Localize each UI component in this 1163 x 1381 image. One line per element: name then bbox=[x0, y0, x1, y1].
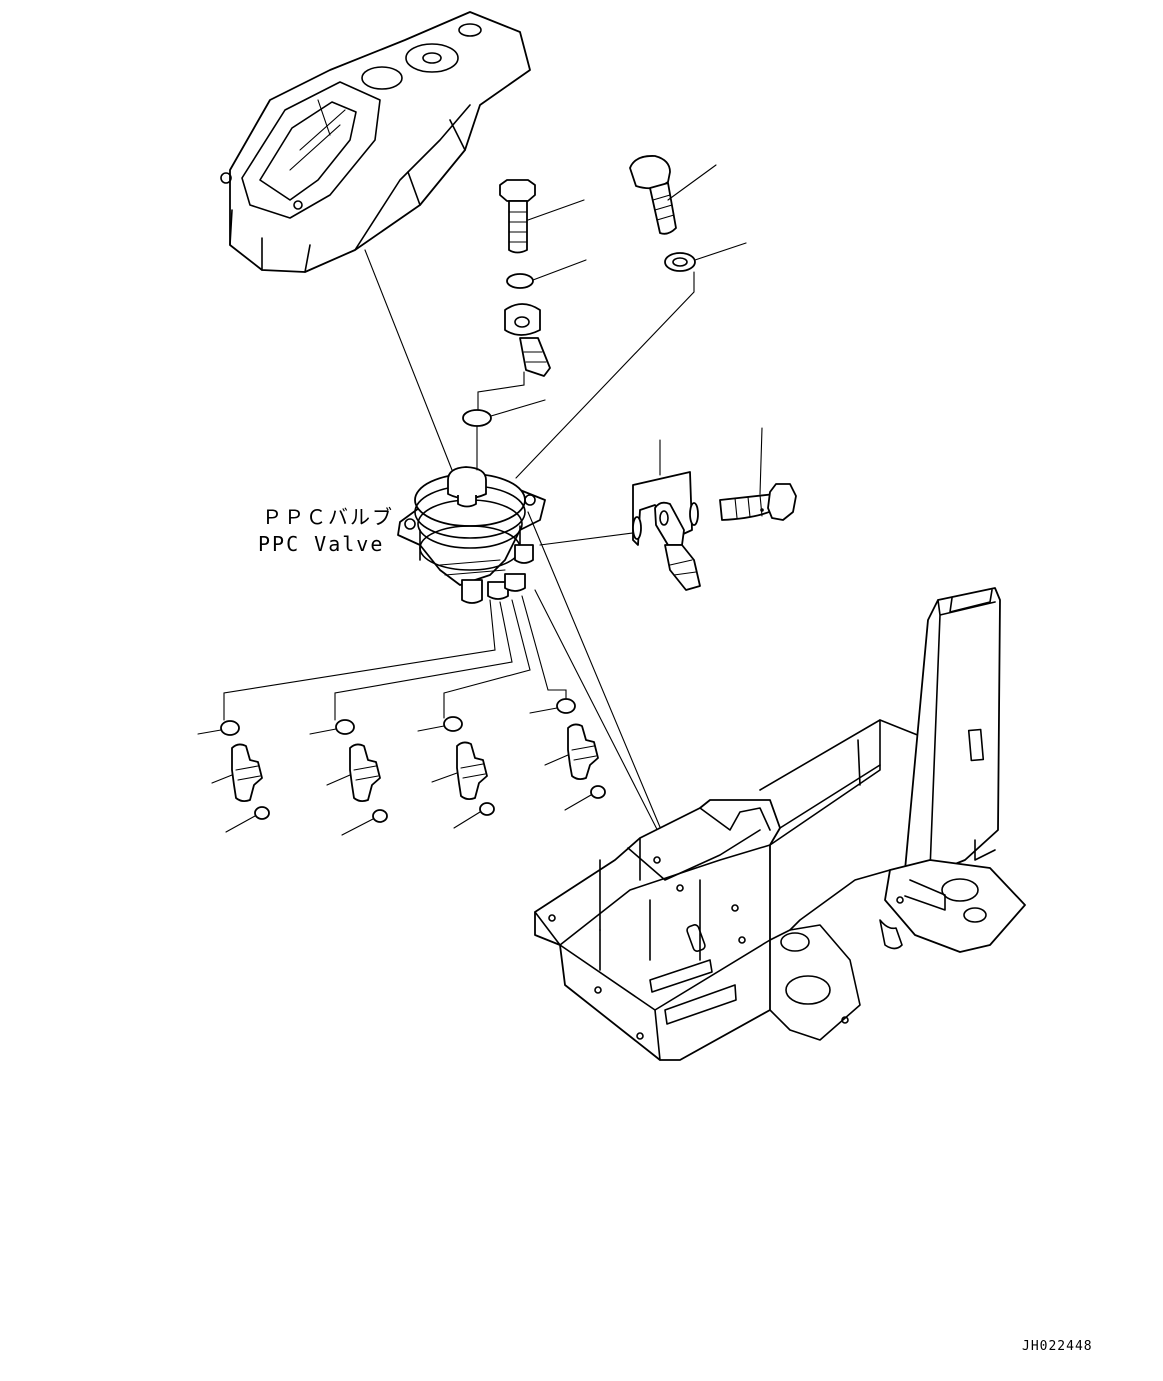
assembly-lines bbox=[223, 249, 695, 883]
ppc-valve-label-jp: ＰＰＣバルブ bbox=[262, 505, 394, 529]
drawing-code: JH022448 bbox=[1022, 1339, 1093, 1354]
elbow-fitting bbox=[504, 303, 551, 377]
column-tube bbox=[789, 587, 1026, 953]
ppc-valve-label-en: PPC Valve bbox=[258, 532, 384, 556]
ppc-valve-label: ＰＰＣバルブ PPC Valve bbox=[258, 505, 394, 556]
fitting-bolt bbox=[499, 179, 585, 254]
console-cover bbox=[220, 11, 531, 273]
fitting-2 bbox=[309, 719, 388, 836]
fitting-3 bbox=[417, 716, 495, 829]
support-frame bbox=[534, 719, 931, 1061]
ppc-valve bbox=[397, 466, 546, 604]
fitting-4 bbox=[529, 698, 606, 811]
lever-joint bbox=[632, 439, 701, 591]
washer bbox=[664, 242, 747, 272]
hex-bolt-upper bbox=[629, 155, 717, 235]
o-ring-middle bbox=[462, 399, 546, 427]
o-ring-upper bbox=[506, 259, 587, 289]
hex-bolt-joint bbox=[719, 427, 797, 521]
fitting-1 bbox=[197, 720, 270, 833]
